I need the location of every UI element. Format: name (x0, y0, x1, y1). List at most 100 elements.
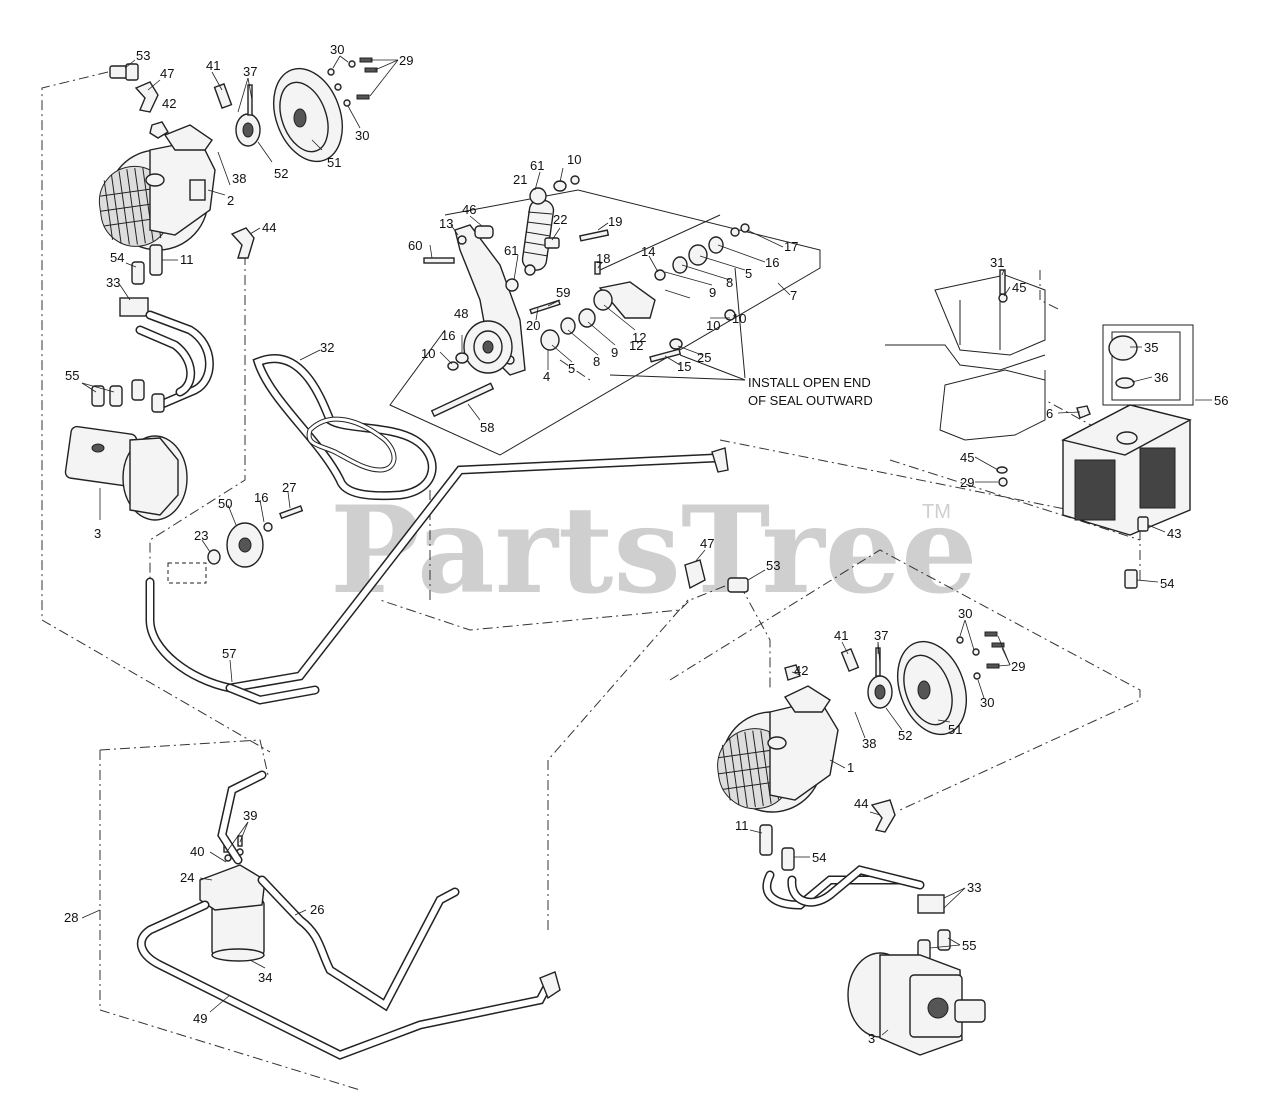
callout: 10 (421, 346, 435, 361)
callout: 55 (962, 938, 976, 953)
spring-21 (521, 175, 580, 271)
note-line-2: OF SEAL OUTWARD (748, 393, 873, 408)
callout: 20 (526, 318, 540, 333)
callout: 54 (1160, 576, 1174, 591)
callout: 17 (784, 239, 798, 254)
callout: 25 (697, 350, 711, 365)
callout: 12 (629, 338, 643, 353)
callout: 1 (847, 760, 854, 775)
callout: 45 (1012, 280, 1026, 295)
hydraulic-pump-left (98, 83, 261, 251)
callout: 14 (641, 244, 655, 259)
callout: 30 (980, 695, 994, 710)
callout: 16 (441, 328, 455, 343)
callout: 33 (106, 275, 120, 290)
callout: 36 (1154, 370, 1168, 385)
callout: 23 (194, 528, 208, 543)
callout: 55 (65, 368, 79, 383)
callout: 37 (243, 64, 257, 79)
idler-pulley-50 (167, 505, 304, 584)
callout: 15 (677, 359, 691, 374)
callout: 30 (330, 42, 344, 57)
mounting-bracket (885, 269, 1046, 487)
callout: 31 (990, 255, 1004, 270)
callout: 3 (868, 1031, 875, 1046)
callout: 32 (320, 340, 334, 355)
callout: 30 (958, 606, 972, 621)
callout: 42 (794, 663, 808, 678)
callout: 4 (543, 369, 550, 384)
callout: 33 (967, 880, 981, 895)
callout: 30 (355, 128, 369, 143)
callout: 28 (64, 910, 78, 925)
callout: 44 (262, 220, 276, 235)
callout: 49 (193, 1011, 207, 1026)
filter-hoses (136, 770, 561, 1060)
callout: 38 (862, 736, 876, 751)
callout: 5 (568, 361, 575, 376)
callout: 7 (790, 288, 797, 303)
callout: 53 (136, 48, 150, 63)
callout: 54 (110, 250, 124, 265)
callout: 18 (596, 251, 610, 266)
callout: 27 (282, 480, 296, 495)
callout: 8 (593, 354, 600, 369)
long-hydraulic-tube (145, 447, 729, 705)
callout: 43 (1167, 526, 1181, 541)
callout: 38 (232, 171, 246, 186)
callout: 19 (608, 214, 622, 229)
callout: 5 (745, 266, 752, 281)
callout: 16 (254, 490, 268, 505)
callout: 52 (274, 166, 288, 181)
callout: 24 (180, 870, 194, 885)
callout: 41 (834, 628, 848, 643)
callout: 22 (553, 212, 567, 227)
callout: 59 (556, 285, 570, 300)
callout: 10 (567, 152, 581, 167)
callout: 2 (227, 193, 234, 208)
callout: 52 (898, 728, 912, 743)
callout: 50 (218, 496, 232, 511)
fasteners-top (327, 57, 378, 107)
callout: 57 (222, 646, 236, 661)
hydraulic-reservoir-56 (1061, 324, 1194, 589)
callout: 10 (706, 318, 720, 333)
elbow-44-left (230, 227, 255, 259)
oil-filter-34 (199, 835, 266, 962)
callout: 29 (960, 475, 974, 490)
watermark-trademark: TM (922, 501, 951, 523)
callout: 9 (709, 285, 716, 300)
callout: 42 (162, 96, 176, 111)
callout: 44 (854, 796, 868, 811)
note-line-1: INSTALL OPEN END (748, 375, 871, 390)
callout: 47 (160, 66, 174, 81)
callout: 61 (530, 158, 544, 173)
wheel-motor-left (64, 425, 188, 521)
callout: 60 (408, 238, 422, 253)
hose-assembly-left (91, 244, 214, 413)
installation-note: INSTALL OPEN END OF SEAL OUTWARD (748, 375, 873, 408)
callout: 34 (258, 970, 272, 985)
hose-assembly-right (759, 824, 951, 961)
fittings-center (684, 559, 749, 593)
idler-pulley-48 (463, 320, 513, 374)
callout: 54 (812, 850, 826, 865)
callout: 41 (206, 58, 220, 73)
callout: 35 (1144, 340, 1158, 355)
callout: 29 (399, 53, 413, 68)
callout: 51 (327, 155, 341, 170)
callout: 53 (766, 558, 780, 573)
leader-lines (81, 55, 1212, 1036)
callout: 10 (732, 311, 746, 326)
callout: 26 (310, 902, 324, 917)
callout: 37 (874, 628, 888, 643)
callout: 29 (1011, 659, 1025, 674)
callout: 11 (735, 818, 749, 833)
callout: 48 (454, 306, 468, 321)
callout: 58 (480, 420, 494, 435)
hydraulic-pump-right (717, 631, 1005, 833)
drive-belt-32 (252, 354, 437, 501)
callout: 12 (632, 330, 646, 345)
callout: 47 (700, 536, 714, 551)
